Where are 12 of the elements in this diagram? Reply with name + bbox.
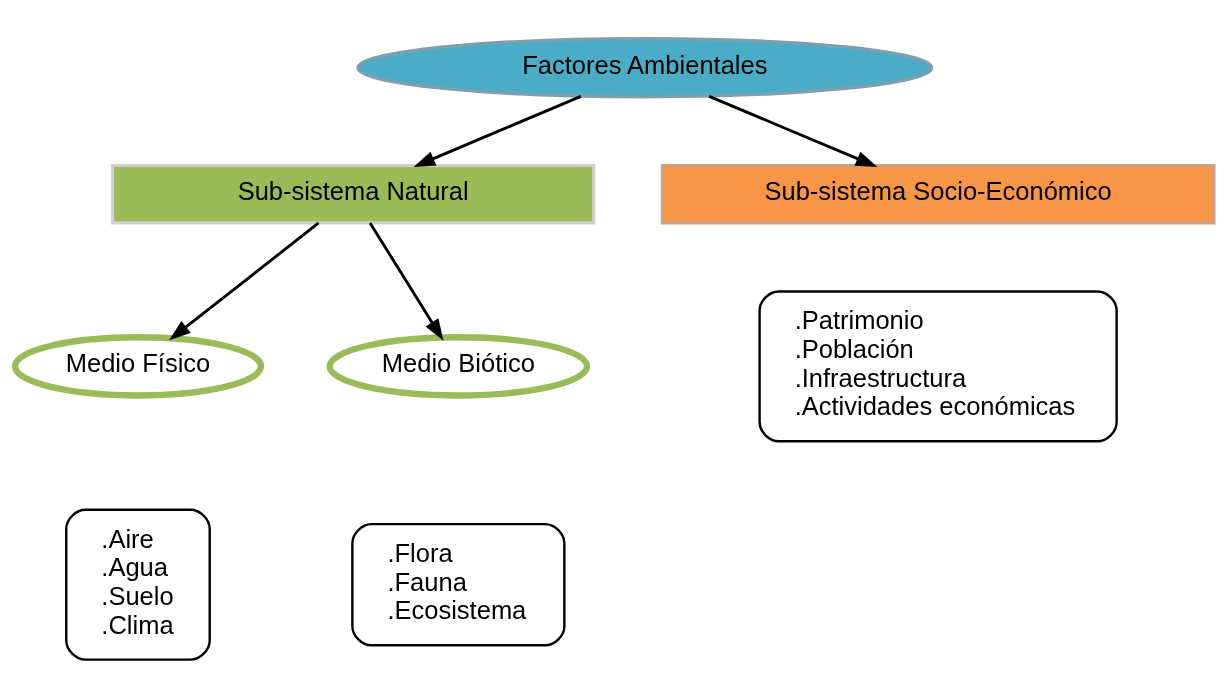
node-box: .Aire .Agua .Suelo .Clima (65, 508, 211, 661)
node-box: Sub-sistema Natural (110, 163, 596, 224)
node-ellipse: Factores Ambientales (356, 36, 934, 98)
node-box: .Flora .Fauna .Ecosistema (351, 522, 566, 646)
node-box: Sub-sistema Socio-Económico (660, 163, 1216, 224)
arrow (413, 94, 582, 167)
node-ellipse: Medio Físico (11, 333, 265, 399)
arrow (708, 94, 878, 167)
node-ellipse: Medio Biótico (326, 333, 591, 399)
arrow (368, 221, 444, 341)
node-box: .Patrimonio .Población .Infraestructura .Actividades económicas (758, 289, 1118, 442)
arrow (169, 221, 320, 340)
